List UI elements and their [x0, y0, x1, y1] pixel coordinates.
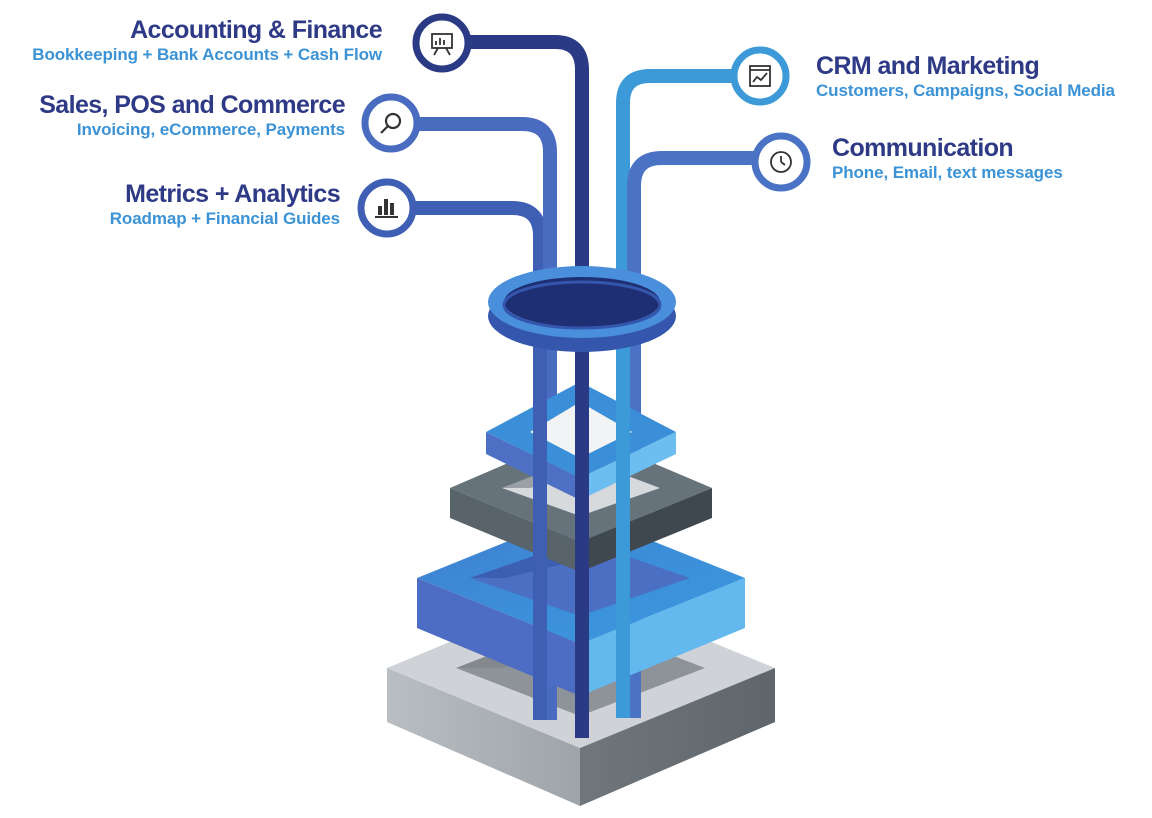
metrics-title: Metrics + Analytics — [125, 180, 340, 208]
accounting-title: Accounting & Finance — [130, 16, 383, 44]
presentation-chart-icon — [431, 33, 453, 56]
communication-title: Communication — [832, 134, 1014, 162]
sales-title: Sales, POS and Commerce — [39, 91, 345, 119]
clock-icon — [770, 151, 792, 173]
search-icon — [380, 112, 402, 134]
communication-label: Communication Phone, Email, text message… — [832, 134, 1063, 184]
accounting-subtitle: Bookkeeping + Bank Accounts + Cash Flow — [32, 45, 382, 64]
metrics-subtitle: Roadmap + Financial Guides — [109, 209, 340, 228]
front-connectors — [533, 330, 630, 738]
vertical-connectors — [408, 35, 756, 738]
crm-title: CRM and Marketing — [816, 52, 1040, 80]
crm-subtitle: Customers, Campaigns, Social Media — [816, 81, 1115, 100]
icon-node-accounting — [412, 13, 472, 73]
icon-node-communication — [751, 132, 811, 192]
icon-node-sales — [361, 93, 421, 153]
icon-node-crm — [730, 46, 790, 106]
sales-subtitle: Invoicing, eCommerce, Payments — [76, 120, 345, 139]
growth-chart-icon — [749, 65, 771, 87]
icon-node-metrics — [357, 178, 417, 238]
top-ring — [488, 266, 676, 352]
accounting-label: Accounting & Finance Bookkeeping + Bank … — [32, 16, 382, 66]
sales-label: Sales, POS and Commerce Invoicing, eComm… — [39, 91, 345, 141]
crm-label: CRM and Marketing Customers, Campaigns, … — [816, 52, 1115, 102]
communication-subtitle: Phone, Email, text messages — [832, 163, 1063, 182]
metrics-label: Metrics + Analytics Roadmap + Financial … — [109, 180, 341, 230]
bar-chart-icon — [375, 199, 398, 218]
